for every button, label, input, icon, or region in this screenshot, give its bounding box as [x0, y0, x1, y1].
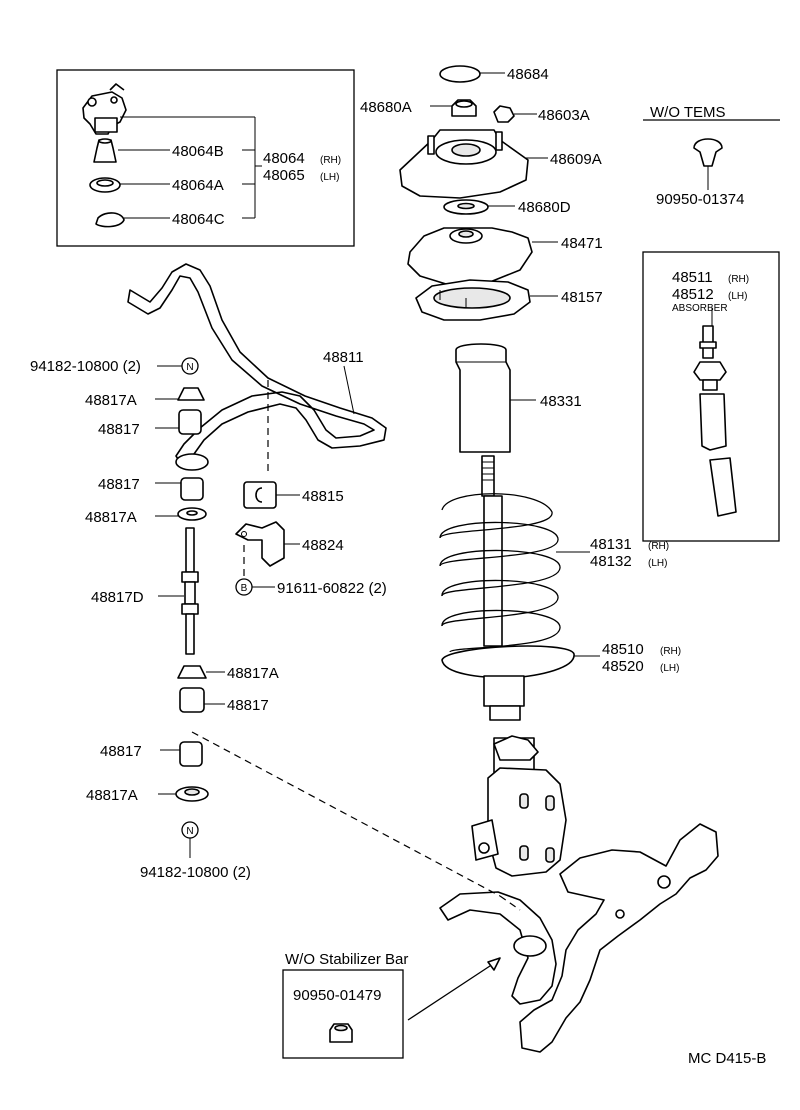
- label-48609a: 48609A: [550, 151, 602, 168]
- absorber-insert-part: [693, 308, 737, 517]
- bushing-48817-2-part: [180, 477, 204, 501]
- insulator-48157-part: [415, 279, 531, 321]
- upper-support-48609a-part: [399, 129, 529, 199]
- label-48064: 48064: [263, 150, 305, 167]
- label-48684: 48684: [507, 66, 549, 83]
- cushion-48817a-3-part: [177, 665, 207, 679]
- clip-48064c-part: [95, 212, 125, 228]
- cushion-48817a-2-part: [177, 507, 207, 521]
- label-48132: 48132: [590, 553, 632, 570]
- label-48817a-4: 48817A: [86, 787, 138, 804]
- label-48065-lh: (LH): [320, 172, 339, 183]
- bar-eye-part: [175, 453, 209, 471]
- label-48811: 48811: [323, 349, 364, 366]
- svg-text:N: N: [186, 826, 193, 837]
- label-94182-top: 94182-10800 (2): [30, 358, 141, 375]
- nut-48603a-part: [493, 105, 515, 123]
- cap-48684-part: [439, 65, 481, 83]
- label-48511: 48511: [672, 269, 713, 286]
- label-48064a: 48064A: [172, 177, 224, 194]
- label-wo-stabilizer: W/O Stabilizer Bar: [285, 951, 408, 968]
- label-48510-rh: (RH): [660, 646, 681, 657]
- label-48817a-1: 48817A: [85, 392, 137, 409]
- bump-stopper-48331-part: [455, 343, 511, 453]
- label-wo-tems: W/O TEMS: [650, 104, 726, 121]
- label-48064b: 48064B: [172, 143, 224, 160]
- label-48817-1: 48817: [98, 421, 140, 438]
- washer-48680d-part: [443, 199, 489, 215]
- wo-stabilizer-box: [282, 969, 404, 1059]
- label-48510: 48510: [602, 641, 644, 658]
- label-48520-lh: (LH): [660, 663, 679, 674]
- label-48520: 48520: [602, 658, 644, 675]
- label-48157: 48157: [561, 289, 603, 306]
- label-48064-rh: (RH): [320, 155, 341, 166]
- stabilizer-bushing-48815-part: [243, 481, 277, 509]
- label-absorber: ABSORBER: [672, 303, 728, 314]
- label-48512-lh: (LH): [728, 291, 747, 302]
- label-48817-2: 48817: [98, 476, 140, 493]
- label-48824: 48824: [302, 537, 344, 554]
- bushing-48064b-part: [93, 138, 117, 163]
- support-kit-box: [56, 69, 355, 247]
- label-90950-01374: 90950-01374: [656, 191, 744, 208]
- label-48131-rh: (RH): [648, 541, 669, 552]
- label-48512: 48512: [672, 286, 714, 303]
- absorber-box: [642, 251, 780, 542]
- cushion-48817a-1-part: [177, 387, 205, 401]
- label-94182-bottom: 94182-10800 (2): [140, 864, 251, 881]
- shock-absorber-48510-part: [441, 645, 575, 877]
- steering-knuckle-part: [439, 823, 719, 1053]
- bushing-48817-1-part: [178, 409, 202, 435]
- label-48817d: 48817D: [91, 589, 144, 606]
- label-48471: 48471: [561, 235, 603, 252]
- label-48817a-3: 48817A: [227, 665, 279, 682]
- coil-spring-part: [439, 455, 561, 653]
- label-48131: 48131: [590, 536, 632, 553]
- label-48065: 48065: [263, 167, 305, 184]
- cushion-48817a-4-part: [175, 786, 209, 802]
- link-bolt-48817d-part: [181, 527, 199, 655]
- label-90950-01479: 90950-01479: [293, 987, 381, 1004]
- label-48817-4: 48817: [100, 743, 142, 760]
- nut-48680a-part: [451, 99, 477, 117]
- bushing-48064a-part: [89, 177, 121, 193]
- svg-text:N: N: [186, 362, 193, 373]
- label-48815: 48815: [302, 488, 344, 505]
- label-91611: 91611-60822 (2): [277, 580, 387, 597]
- clip-90950-01374-part: [693, 138, 723, 190]
- nut-marker-top: N: [181, 357, 199, 375]
- bushing-48817-4-part: [179, 741, 203, 767]
- nut-90950-01479-part: [329, 1023, 353, 1043]
- label-48680d: 48680D: [518, 199, 571, 216]
- label-48064c: 48064C: [172, 211, 225, 228]
- stabilizer-bracket-48824-part: [235, 521, 285, 567]
- diagram-code: MC D415-B: [688, 1050, 766, 1067]
- label-48331: 48331: [540, 393, 582, 410]
- label-48817-3: 48817: [227, 697, 269, 714]
- label-48511-rh: (RH): [728, 274, 749, 285]
- label-48132-lh: (LH): [648, 558, 667, 569]
- label-48603a: 48603A: [538, 107, 590, 124]
- label-48680a: 48680A: [360, 99, 412, 116]
- support-bracket-part: [82, 83, 127, 135]
- bushing-48817-3-part: [179, 687, 205, 713]
- svg-text:B: B: [241, 583, 248, 594]
- spring-seat-48471-part: [407, 227, 533, 285]
- label-48817a-2: 48817A: [85, 509, 137, 526]
- bolt-marker: B: [235, 578, 253, 596]
- nut-marker-bottom: N: [181, 821, 199, 839]
